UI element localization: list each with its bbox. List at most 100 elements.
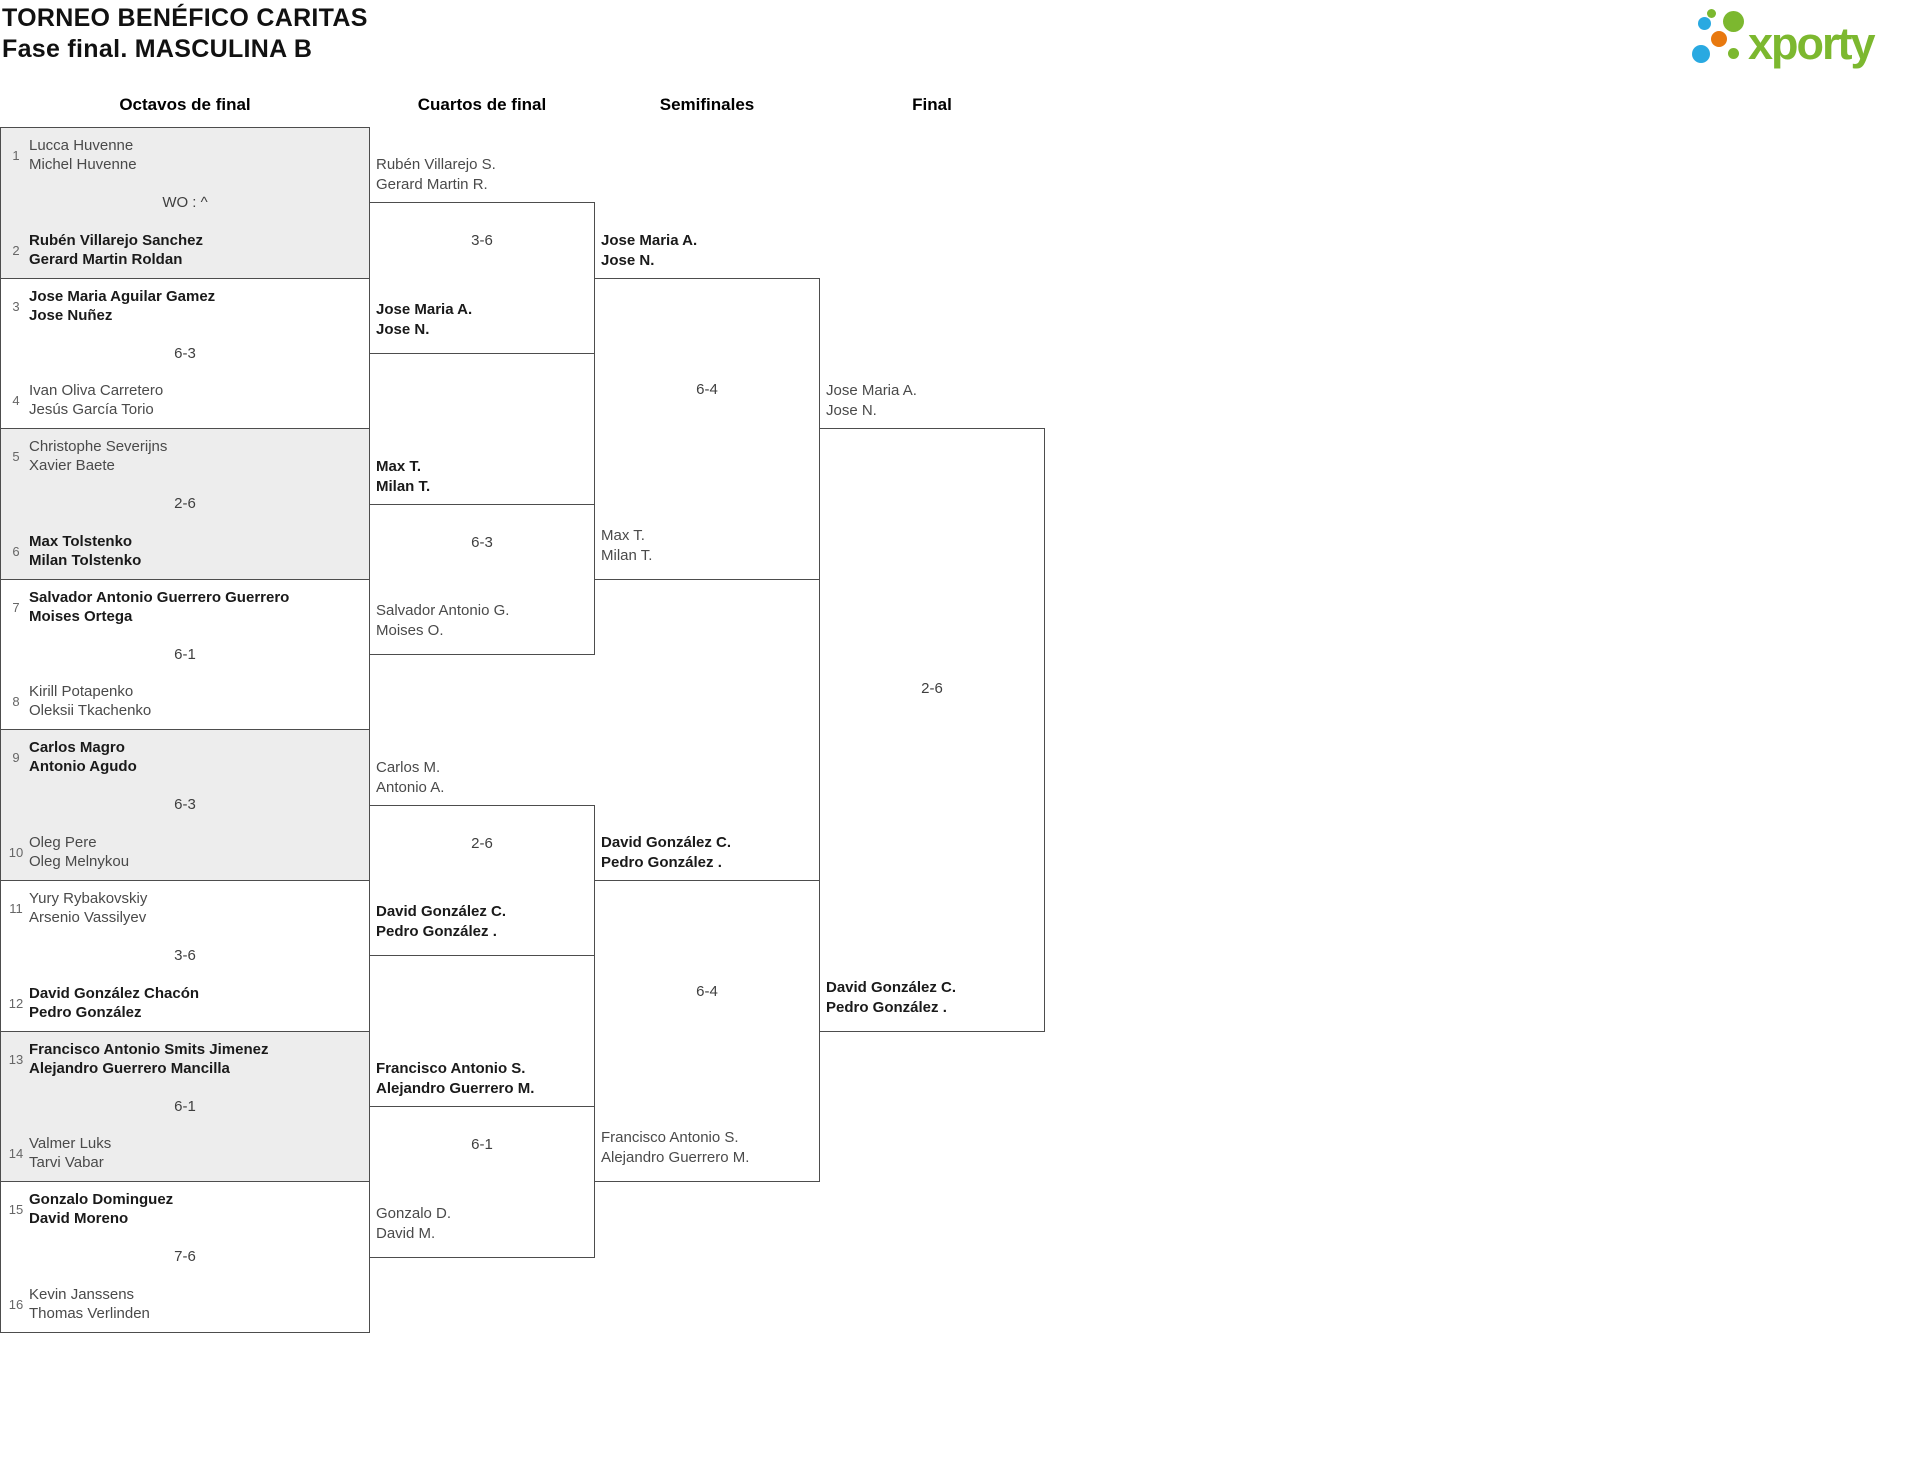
team-name-line: Gerard Martin R. — [376, 176, 488, 193]
match-score: 2-6 — [471, 835, 493, 852]
team-name-line: Rubén Villarejo Sanchez — [29, 232, 203, 249]
team-name-line: Alejandro Guerrero Mancilla — [29, 1060, 230, 1077]
advancing-team: Rubén Villarejo S.Gerard Martin R. — [376, 155, 591, 195]
team-name-line: Gerard Martin Roldan — [29, 251, 183, 268]
seed-number: 2 — [12, 242, 20, 258]
match-box-r3-1 — [594, 278, 820, 580]
team-name-line: Jose Maria A. — [376, 301, 473, 318]
advancing-team: Jose Maria A. Jose N. — [601, 231, 816, 271]
team-name-line: Salvador Antonio G. — [376, 602, 510, 619]
team-name-line: Oleksii Tkachenko — [29, 702, 152, 719]
team-name-line: Francisco Antonio S. — [601, 1129, 739, 1146]
team-name-line: Alejandro Guerrero M. — [601, 1149, 750, 1166]
team-name-line: David Moreno — [29, 1210, 129, 1227]
team-name-line: Antonio A. — [376, 779, 445, 796]
team-name-line: David González Chacón — [29, 985, 200, 1002]
seed-number: 10 — [8, 844, 24, 860]
team-name-line: Jose N. — [601, 252, 655, 269]
team-name-line: Yury Rybakovskiy — [29, 890, 148, 907]
xporty-logo[interactable]: xporty — [1692, 2, 1918, 74]
match-score: 6-3 — [174, 345, 196, 362]
team-name-line: Jose Nuñez — [29, 307, 113, 324]
advancing-team: Max T.Milan T. — [601, 526, 816, 566]
seed-number: 4 — [12, 392, 20, 408]
seed-number: 5 — [12, 448, 20, 464]
team-name-line: Jose Maria A. — [601, 232, 698, 249]
team-name-line: Jose N. — [826, 402, 877, 419]
advancing-team: Carlos M.Antonio A. — [376, 758, 591, 798]
round-header-0: Octavos de final — [119, 95, 251, 114]
team-name-line: Michel Huvenne — [29, 156, 137, 173]
match-score: 6-3 — [174, 796, 196, 813]
seed-number: 6 — [12, 543, 20, 559]
team-name-line: Milan T. — [376, 478, 431, 495]
seed-number: 7 — [12, 599, 20, 615]
team-name-line: Xavier Baete — [29, 457, 115, 474]
team-name-line: Moises Ortega — [29, 608, 133, 625]
match-score: 6-4 — [696, 983, 718, 1000]
team-name-line: Milan Tolstenko — [29, 552, 142, 569]
team-name-line: Tarvi Vabar — [29, 1154, 104, 1171]
logo-dot-icon — [1698, 17, 1711, 30]
match-score: 3-6 — [471, 232, 493, 249]
advancing-team: Francisco Antonio S. Alejandro Guerrero M… — [601, 1128, 816, 1168]
match-score: 6-1 — [174, 646, 196, 663]
advancing-team: Salvador Antonio G. Moises O. — [376, 601, 591, 641]
match-score: WO : ^ — [162, 194, 208, 211]
advancing-team: Max T. Milan T. — [376, 457, 591, 497]
seed-number: 15 — [8, 1201, 24, 1217]
advancing-team: Gonzalo D.David M. — [376, 1204, 591, 1244]
team-name-line: Christophe Severijns — [29, 438, 168, 455]
match-score: 6-3 — [471, 534, 493, 551]
seed-number: 12 — [8, 995, 24, 1011]
match-box-r4-1 — [819, 428, 1045, 1032]
seed-number: 11 — [9, 900, 23, 916]
round-header-2: Semifinales — [659, 95, 755, 114]
match-score: 7-6 — [174, 1248, 196, 1265]
team-name-line: Moises O. — [376, 622, 444, 639]
team-name-line: Max T. — [376, 458, 422, 475]
advancing-team: Francisco Antonio S.Alejandro Guerrero M… — [376, 1059, 591, 1099]
match-score: 6-4 — [696, 381, 718, 398]
team-name-line: Pedro González — [29, 1004, 142, 1021]
advancing-team: David González C.Pedro González . — [826, 978, 1041, 1018]
team-name-line: Pedro González . — [601, 854, 722, 871]
logo-dot-icon — [1711, 31, 1727, 47]
team-name-line: Oleg Pere — [29, 834, 97, 851]
seed-number: 1 — [12, 147, 20, 163]
team-name-line: Kirill Potapenko — [29, 683, 134, 700]
logo-text: xporty — [1748, 18, 1876, 69]
match-score: 3-6 — [174, 947, 196, 964]
advancing-team: Jose Maria A.Jose N. — [376, 300, 591, 340]
team-name-line: Alejandro Guerrero M. — [376, 1080, 535, 1097]
team-name-line: Max T. — [601, 527, 645, 544]
title-block: TORNEO BENÉFICO CARITAS Fase final. MASC… — [2, 3, 368, 65]
round-header-1: Cuartos de final — [417, 95, 547, 114]
match-score: 6-1 — [471, 1136, 493, 1153]
match-box-r2-4 — [369, 1106, 595, 1258]
